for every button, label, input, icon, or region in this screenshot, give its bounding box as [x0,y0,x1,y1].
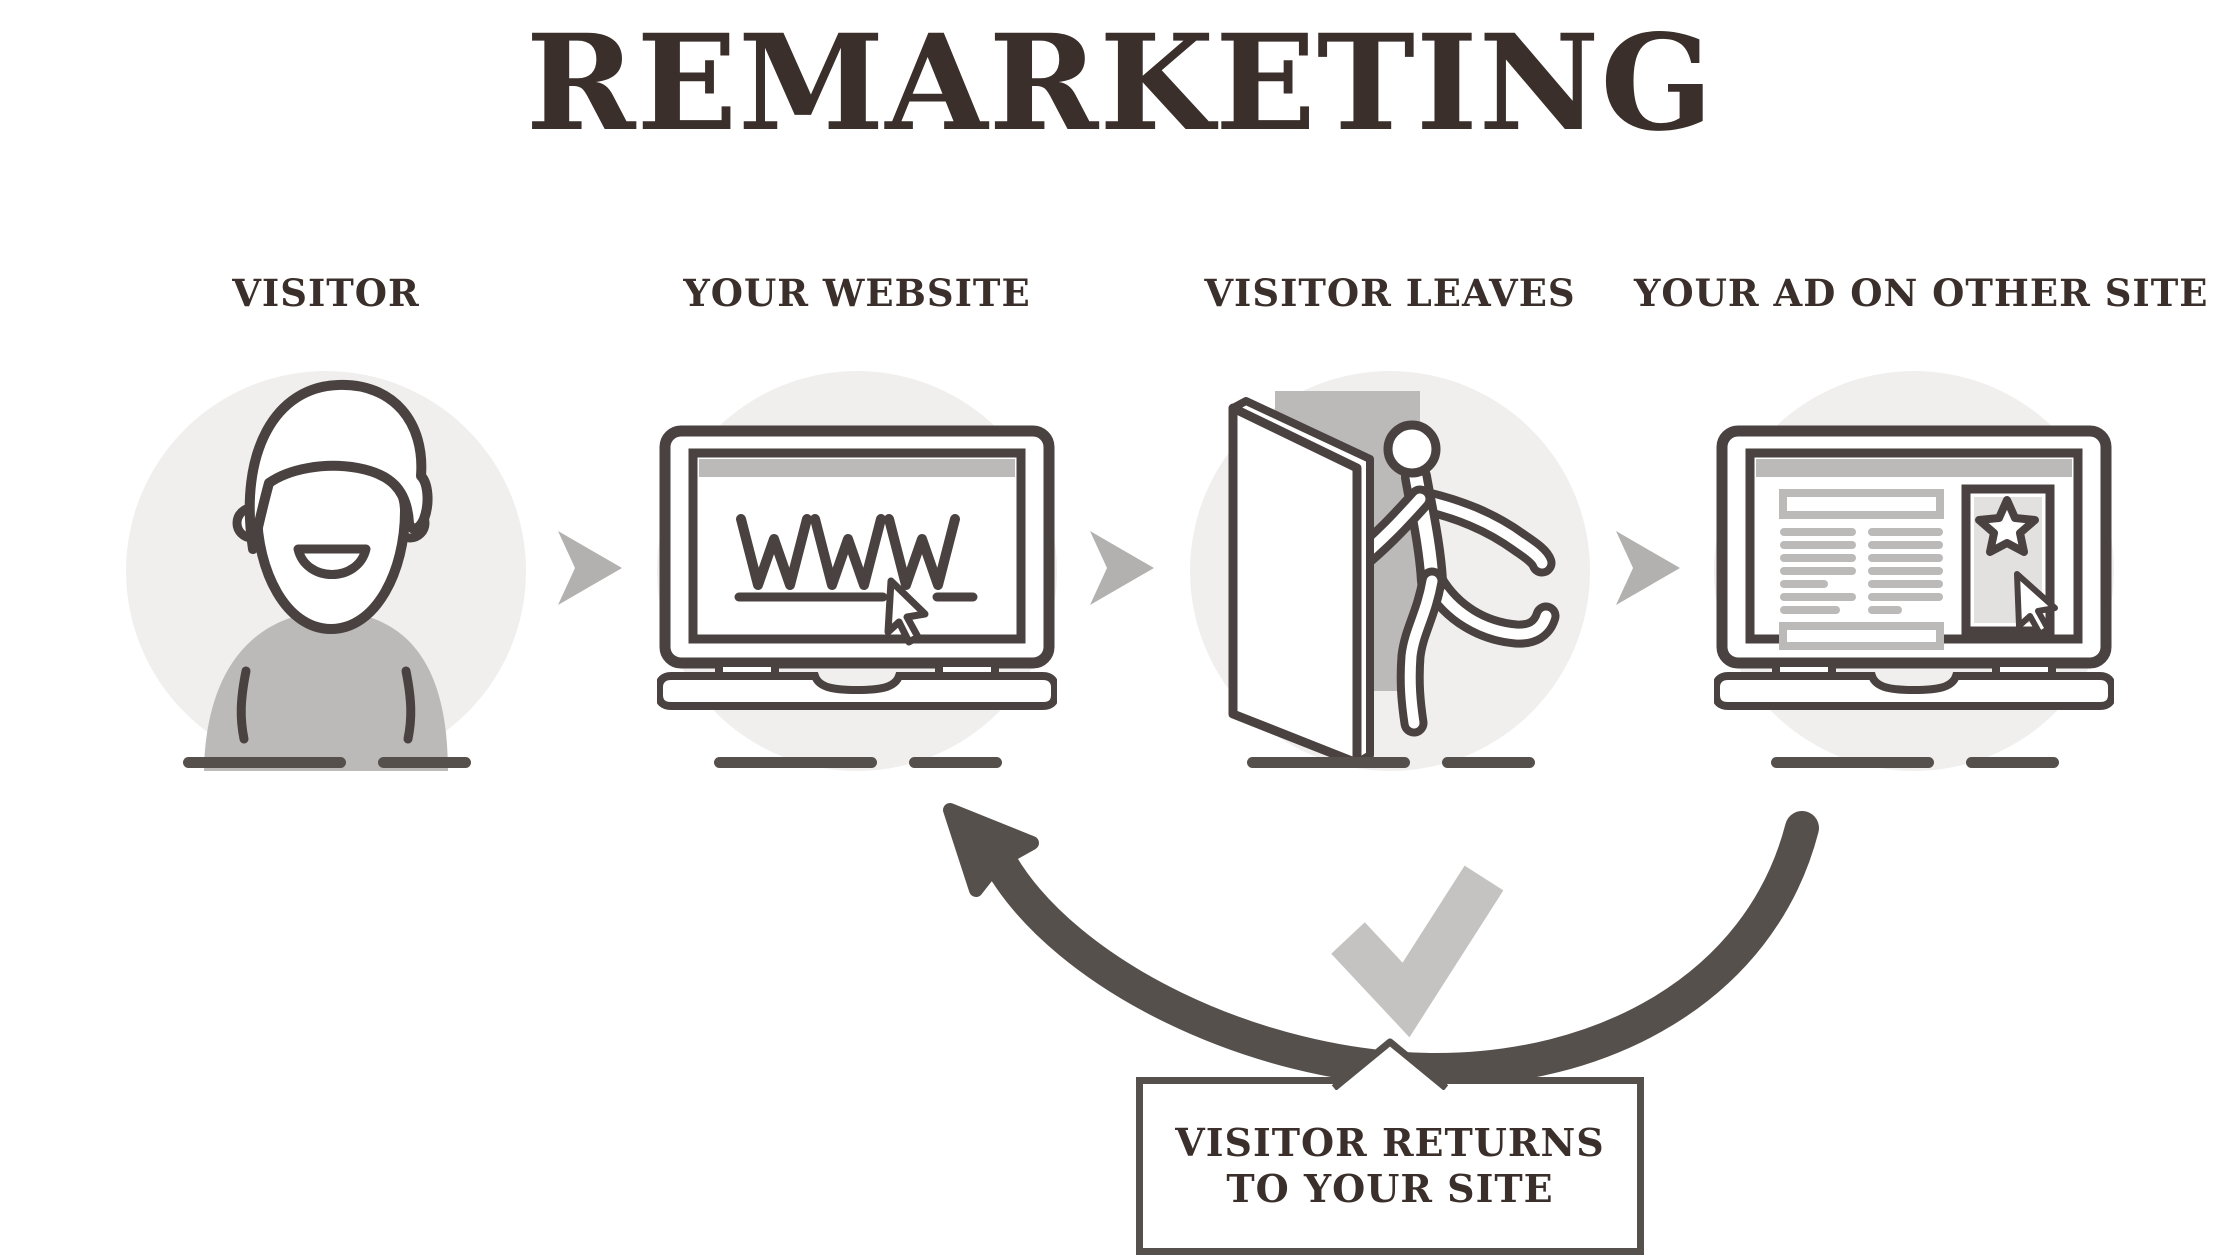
person-icon [204,379,448,771]
stage-label-visitor: VISITOR [232,271,420,315]
stage-label-visitor-leaves: VISITOR LEAVES [1204,271,1576,315]
door-exit-icon [1228,391,1560,768]
return-label-line1: VISITOR RETURNS [1175,1120,1605,1166]
arrowhead [943,803,1039,897]
ground-line [909,757,1002,768]
laptop-ad-icon [1714,425,2114,710]
return-label-line2: TO YOUR SITE [1226,1166,1554,1211]
chevron-right-icon [1090,531,1154,605]
laptop-www-icon [657,425,1057,710]
stage-label-your-ad: YOUR AD ON OTHER SITE [1634,271,2209,315]
ground-line [378,757,471,768]
callout-pointer [1331,1038,1449,1090]
checkmark-icon [1331,865,1504,1038]
stage-label-your-website: YOUR WEBSITE [683,271,1031,315]
ground-line [1966,757,2059,768]
ground-line [1771,757,1934,768]
return-label-box: VISITOR RETURNS TO YOUR SITE [1136,1077,1644,1255]
chevron-right-icon [1616,531,1680,605]
chevron-right-icon [558,531,622,605]
ground-line [714,757,877,768]
page-title: REMARKETING [525,6,1715,161]
curved-return-arrow-icon [943,803,1819,1088]
ground-line [1247,757,1410,768]
ground-line [1442,757,1535,768]
ground-line [183,757,346,768]
